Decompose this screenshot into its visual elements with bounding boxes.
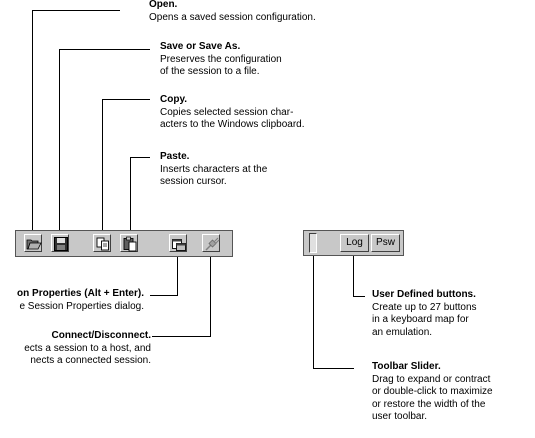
callout-copy: Copy. Copies selected session char- acte…	[160, 94, 305, 132]
paste-button[interactable]	[120, 234, 138, 252]
leader-save	[59, 49, 150, 233]
callout-slider: Toolbar Slider. Drag to expand or contra…	[372, 361, 493, 424]
callout-user-buttons: User Defined buttons. Create up to 27 bu…	[372, 289, 477, 339]
callout-connect: Connect/Disconnect. ects a session to a …	[24, 330, 151, 368]
callout-copy-title: Copy.	[160, 94, 188, 105]
save-disk-icon	[54, 237, 68, 251]
open-folder-icon	[26, 239, 42, 250]
leader-copy	[102, 99, 150, 233]
callout-connect-title: Connect/Disconnect.	[51, 330, 151, 341]
callout-save-desc: Preserves the configuration of the sessi…	[160, 53, 282, 78]
callout-properties: on Properties (Alt + Enter). e Session P…	[17, 288, 144, 313]
save-button[interactable]	[51, 234, 69, 252]
user-button-log[interactable]: Log	[340, 234, 369, 252]
callout-paste-desc: Inserts characters at the session cursor…	[160, 163, 268, 188]
user-button-psw[interactable]: Psw	[371, 234, 400, 252]
callout-properties-desc: e Session Properties dialog.	[19, 300, 144, 312]
callout-open-desc: Opens a saved session configuration.	[149, 11, 316, 23]
leader-paste	[130, 157, 150, 233]
callout-connect-desc: ects a session to a host, and nects a co…	[24, 342, 151, 367]
callout-slider-title: Toolbar Slider.	[372, 361, 441, 372]
connect-disconnect-button[interactable]	[202, 234, 220, 252]
leader-open	[32, 10, 120, 233]
session-toolbar	[15, 230, 233, 257]
callout-user-buttons-desc: Create up to 27 buttons in a keyboard ma…	[372, 301, 477, 338]
callout-copy-desc: Copies selected session char- acters to …	[160, 106, 305, 131]
leader-slider	[313, 253, 354, 369]
toolbar-slider[interactable]	[309, 233, 317, 253]
copy-button[interactable]	[93, 234, 111, 252]
callout-slider-desc: Drag to expand or contract or double-cli…	[372, 373, 493, 423]
connect-icon	[205, 237, 220, 251]
callout-paste-title: Paste.	[160, 151, 190, 162]
user-toolbar: Log Psw	[303, 230, 404, 256]
paste-icon	[123, 236, 137, 252]
callout-user-buttons-title: User Defined buttons.	[372, 289, 476, 300]
callout-properties-title: on Properties (Alt + Enter).	[17, 288, 144, 299]
copy-icon	[96, 237, 109, 251]
callout-save: Save or Save As. Preserves the configura…	[160, 41, 282, 79]
callout-save-title: Save or Save As.	[160, 41, 241, 52]
callout-open: Open. Opens a saved session configuratio…	[149, 0, 316, 24]
open-button[interactable]	[24, 234, 42, 252]
leader-properties	[150, 253, 178, 296]
session-properties-button[interactable]	[169, 234, 187, 252]
properties-icon	[172, 239, 186, 251]
callout-open-title: Open.	[149, 0, 178, 10]
leader-connect	[152, 253, 211, 337]
callout-paste: Paste. Inserts characters at the session…	[160, 151, 267, 189]
leader-user-buttons	[353, 253, 365, 297]
